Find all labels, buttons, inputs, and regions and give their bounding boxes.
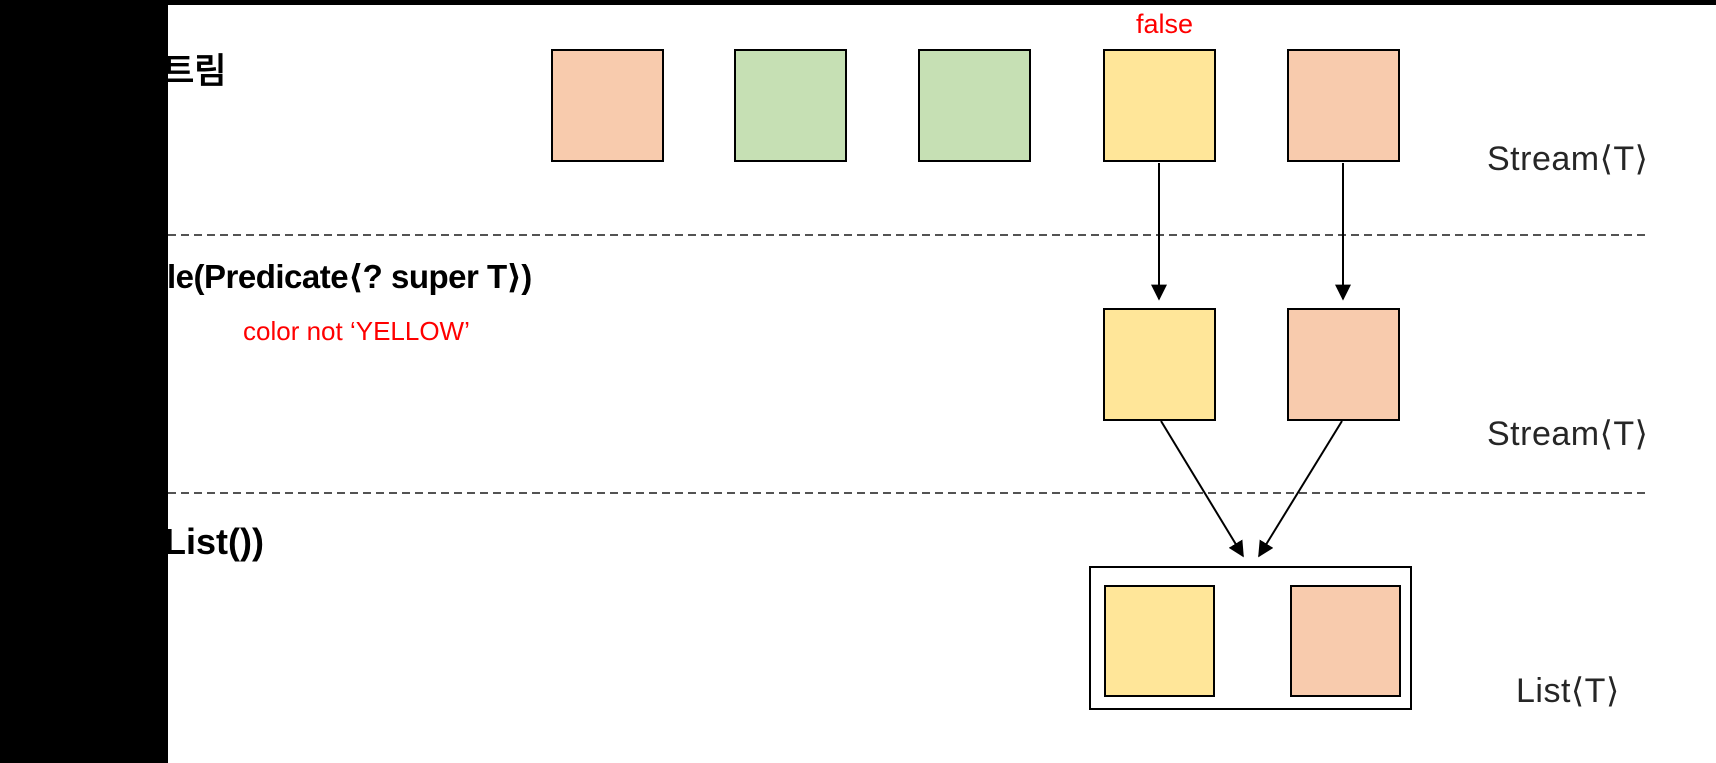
stream-element-peach-1 (551, 49, 664, 162)
predicate-method-signature: le(Predicate⟨? super T⟩) (167, 258, 532, 295)
arrow-peach-to-list (1258, 420, 1343, 558)
filtered-element-yellow (1103, 308, 1216, 421)
list-element-yellow (1104, 585, 1215, 697)
false-annotation: false (1136, 9, 1194, 39)
stream-type-label-1: Stream⟨T⟩ (1487, 140, 1649, 178)
list-element-peach (1290, 585, 1401, 697)
list-type-label: List⟨T⟩ (1516, 672, 1620, 710)
top-black-strip (0, 0, 1716, 5)
filtered-element-peach (1287, 308, 1400, 421)
predicate-note: color not ‘YELLOW’ (243, 316, 470, 346)
collect-method-signature: List()) (164, 521, 264, 562)
stream-element-green-2 (918, 49, 1031, 162)
stream-element-peach-2 (1287, 49, 1400, 162)
left-black-sidebar (0, 0, 168, 763)
stream-element-yellow-1 (1103, 49, 1216, 162)
list-result-box (1089, 566, 1412, 710)
stream-type-label-2: Stream⟨T⟩ (1487, 415, 1649, 453)
stream-title-korean: 트림 (162, 52, 227, 91)
stream-element-green-1 (734, 49, 847, 162)
arrow-yellow-to-list (1160, 420, 1244, 558)
